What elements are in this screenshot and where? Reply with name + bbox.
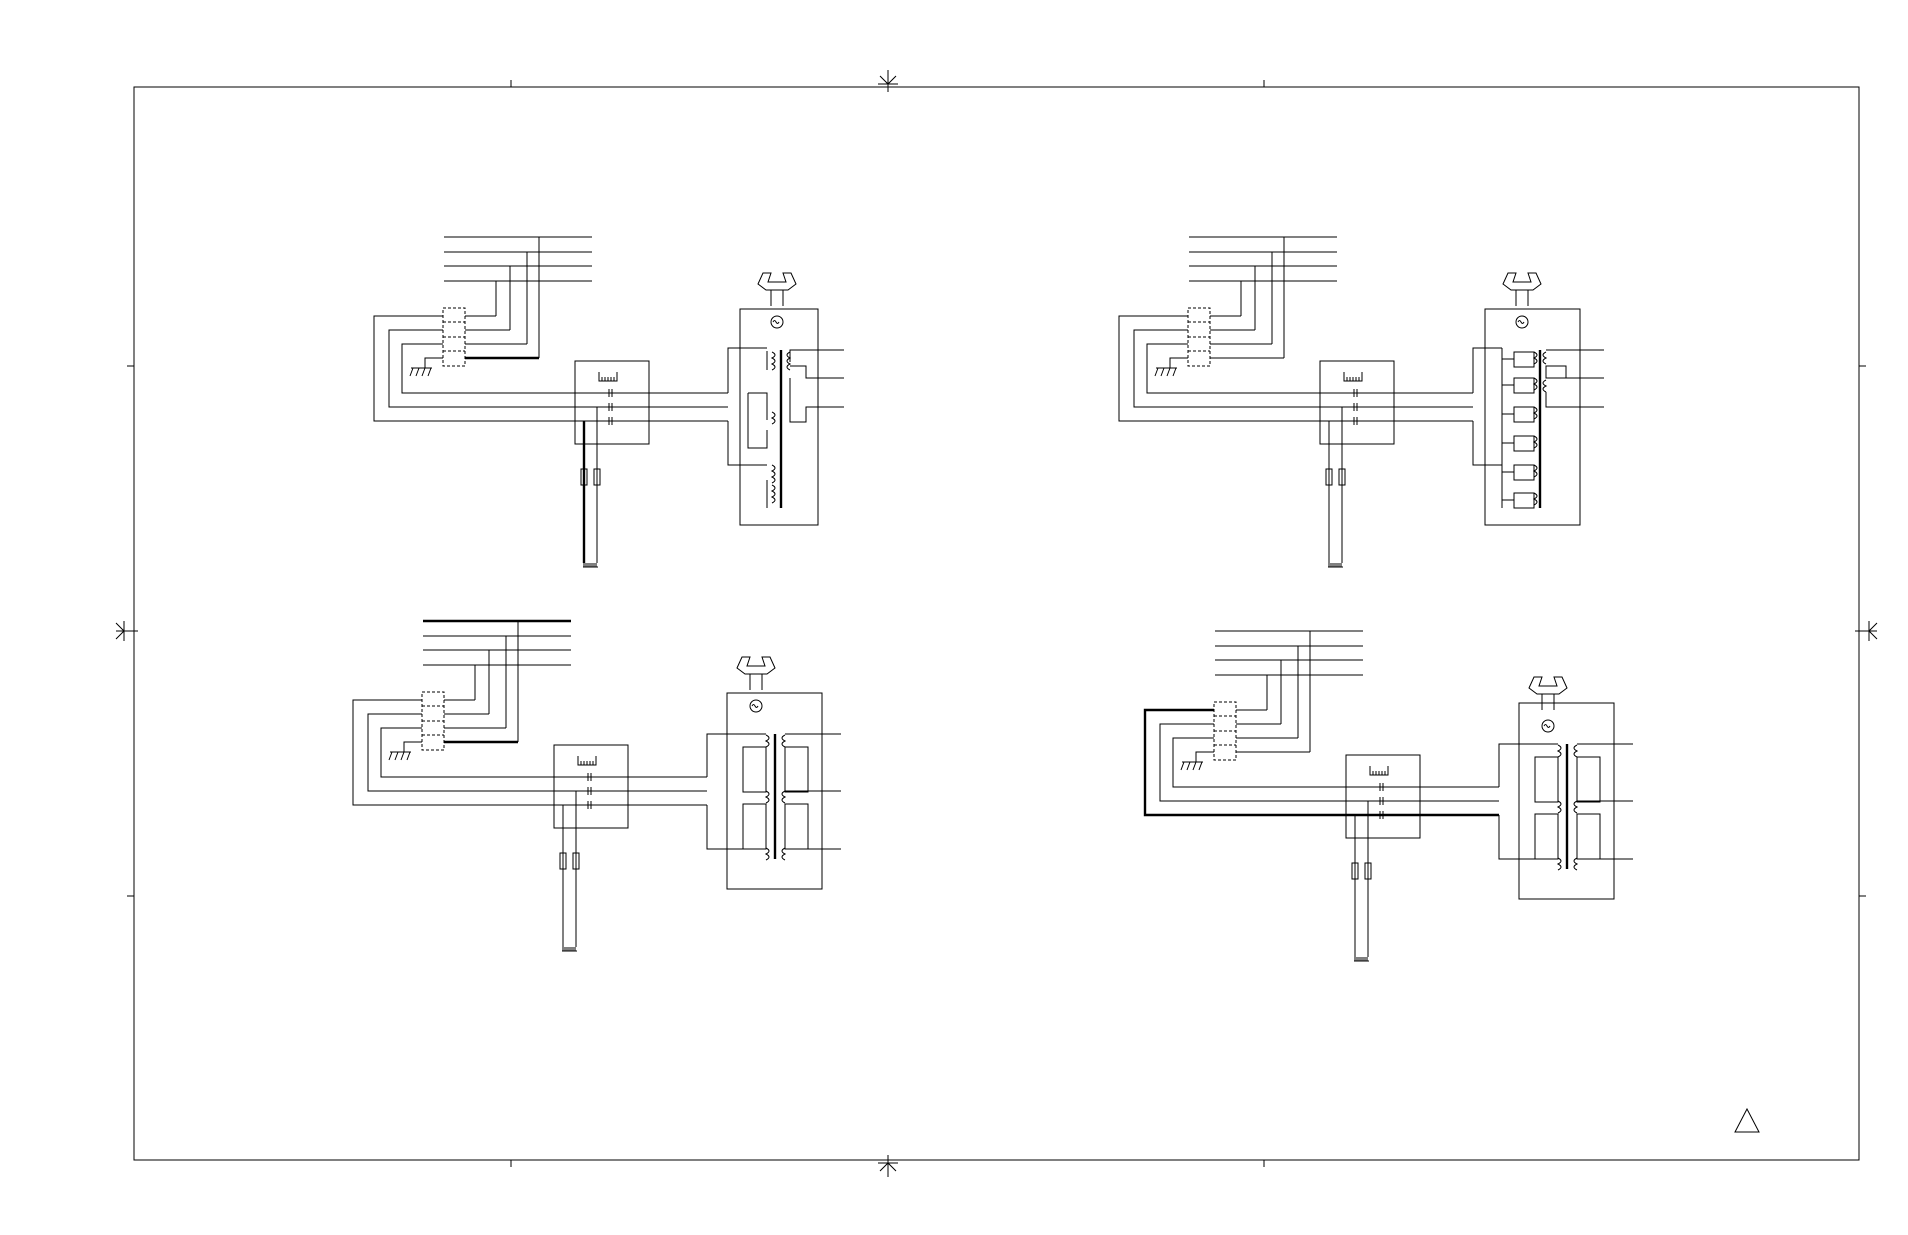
module-bottom-right [1145,631,1633,961]
terminal-block [1214,702,1236,760]
module-top-right [1119,237,1604,567]
bus-lines [1189,237,1337,358]
revision-triangle-icon [1735,1109,1759,1132]
sheet-border [127,80,1866,1167]
ground-icon [1155,368,1177,376]
transformer-enclosure [728,309,844,525]
lamp-symbol-icon [1529,677,1567,732]
fuse-leads [1352,801,1371,961]
bus-lines [423,621,571,742]
transformer-enclosure [1473,309,1604,525]
capacitor-box [1320,361,1394,444]
transformer-enclosure [707,693,841,889]
transformer-enclosure [1499,703,1633,899]
capacitor-box [575,361,649,444]
lamp-symbol-icon [737,657,775,712]
terminal-block [422,692,444,750]
centering-mark-bottom [878,1155,898,1177]
ground-icon [389,752,411,760]
capacitor-box [1346,755,1420,838]
bus-lines [1215,631,1363,752]
terminal-block [443,308,465,366]
centering-mark-right [1855,621,1877,641]
capacitor-box [554,745,628,828]
connection-wires [1145,710,1499,815]
centering-mark-top [878,70,898,92]
module-bottom-left [353,621,841,951]
module-top-left [374,237,844,567]
ground-icon [410,368,432,376]
fuse-leads [560,791,579,951]
connection-wires [353,700,707,805]
terminal-block [1188,308,1210,366]
connection-wires [374,316,728,421]
connection-wires [1119,316,1473,421]
fuse-leads [581,407,600,567]
centering-mark-left [116,621,138,641]
bus-lines [444,237,592,358]
fuse-leads [1326,407,1345,567]
lamp-symbol-icon [758,273,796,328]
ground-icon [1181,762,1203,770]
lamp-symbol-icon [1503,273,1541,328]
